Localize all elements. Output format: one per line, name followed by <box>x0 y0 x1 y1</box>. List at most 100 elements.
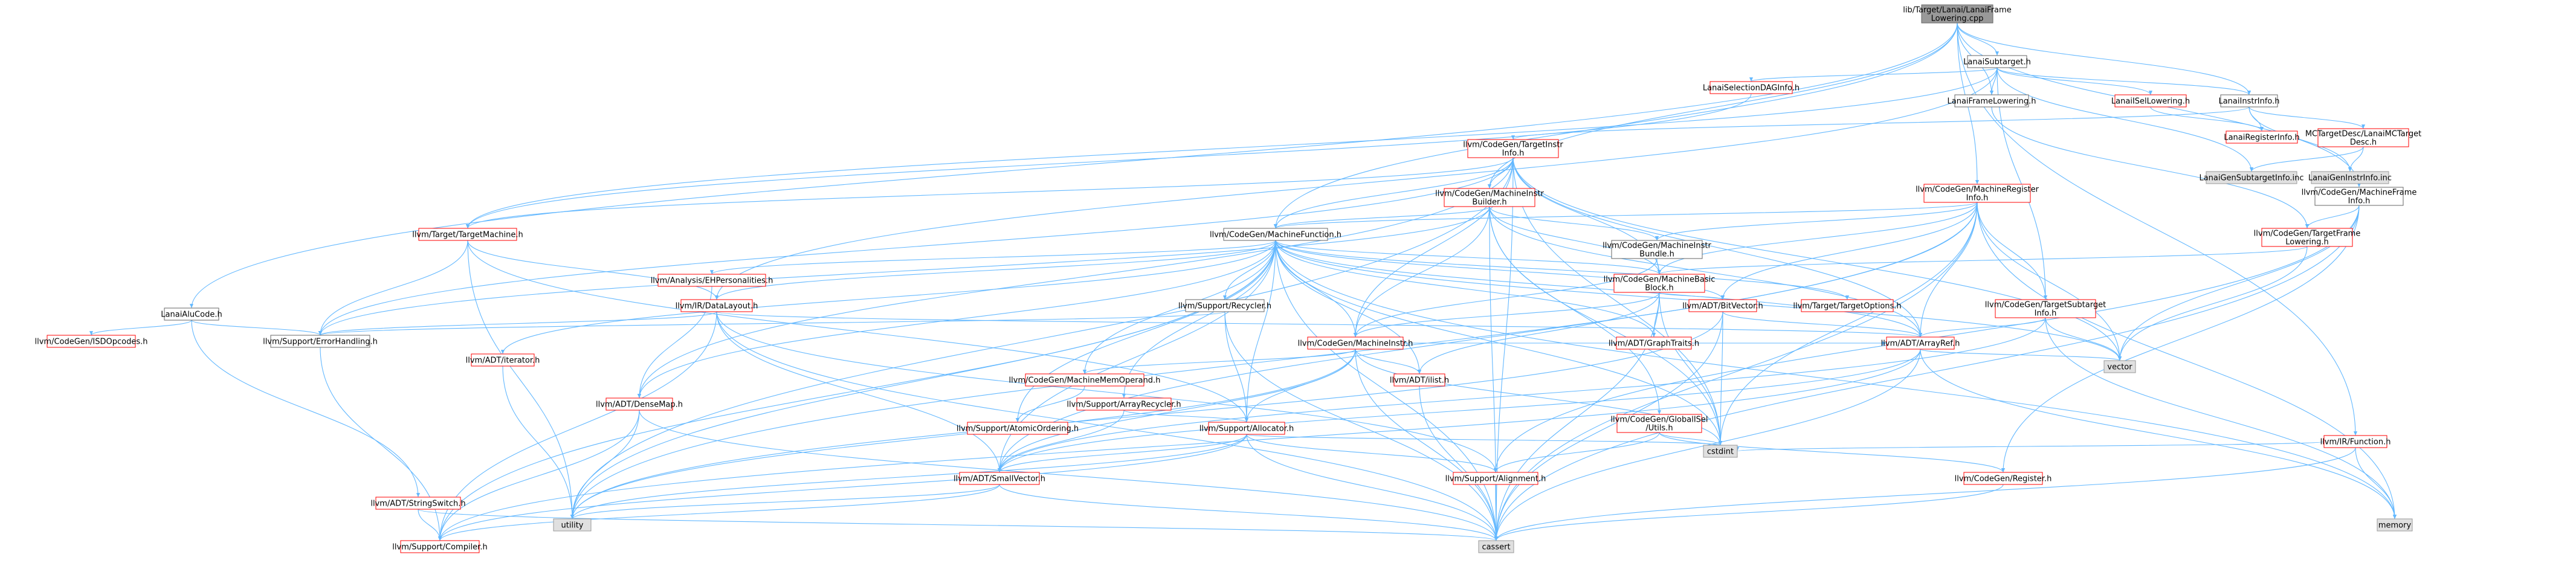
node-isdopcodes[interactable]: llvm/CodeGen/ISDOpcodes.h <box>34 335 148 348</box>
edge-machineinstr-to-machinememoperand <box>1083 349 1356 375</box>
node-targetmachine[interactable]: llvm/Target/TargetMachine.h <box>412 228 523 241</box>
edge-lanaisubtarget-to-lanaiinstrinfo <box>1997 67 2251 95</box>
node-irfunction[interactable]: llvm/IR/Function.h <box>2320 435 2391 448</box>
node-cstdint[interactable]: cstdint <box>1703 445 1738 458</box>
node-root[interactable]: lib/Target/Lanai/LanaiFrameLowering.cpp <box>1903 4 2012 24</box>
edge-machinefunction-to-machineinstr <box>1275 240 1358 338</box>
node-label: Info.h <box>1502 149 1525 158</box>
node-compiler[interactable]: llvm/Support/Compiler.h <box>392 540 488 553</box>
node-lanaiframelowering[interactable]: LanaiFrameLowering.h <box>1948 94 2036 108</box>
node-label: llvm/Support/Recycler.h <box>1178 302 1271 311</box>
edge-machineregisterinfo-to-vector <box>1977 202 2122 361</box>
node-box <box>967 422 1068 435</box>
node-register[interactable]: llvm/CodeGen/Register.h <box>1955 472 2052 485</box>
node-allocator[interactable]: llvm/Support/Allocator.h <box>1199 422 1294 435</box>
node-label: Info.h <box>1966 194 1989 203</box>
node-label: Bundle.h <box>1639 250 1674 259</box>
node-label: llvm/Support/Compiler.h <box>392 543 487 552</box>
node-machineinstr[interactable]: llvm/CodeGen/MachineInstr.h <box>1298 336 1413 350</box>
dependency-edges <box>89 22 2397 541</box>
node-box <box>553 518 592 532</box>
node-lanairegisterinfo[interactable]: LanaiRegisterInfo.h <box>2224 130 2300 144</box>
node-densemap[interactable]: llvm/ADT/DenseMap.h <box>596 397 683 411</box>
node-box <box>1453 472 1538 485</box>
edge-machinebasicblock-to-cstdint <box>1659 292 1723 446</box>
node-errorhandling[interactable]: llvm/Support/ErrorHandling.h <box>263 335 378 348</box>
edge-datalayout-to-errorhandling <box>318 311 717 336</box>
node-bitvector[interactable]: llvm/ADT/BitVector.h <box>1682 299 1763 312</box>
node-lanaiinstrinfo[interactable]: LanaiInstrInfo.h <box>2218 94 2280 108</box>
node-box <box>1478 540 1514 553</box>
node-cassert[interactable]: cassert <box>1478 540 1514 553</box>
node-label: llvm/Support/Alignment.h <box>1445 475 1546 484</box>
node-datalayout[interactable]: llvm/IR/DataLayout.h <box>676 299 758 312</box>
edge-globalisel-to-cstdint <box>1659 432 1723 446</box>
node-box <box>2317 128 2409 147</box>
edge-machineregisterinfo-to-machineinstrbundle <box>1655 202 1978 241</box>
header-nodes: lib/Target/Lanai/LanaiFrameLowering.cppL… <box>34 4 2421 553</box>
node-recycler[interactable]: llvm/Support/Recycler.h <box>1178 299 1271 312</box>
edge-bitvector-to-utility <box>570 311 1723 519</box>
edge-allocator-to-cassert <box>1246 434 1499 541</box>
edge-densemap-to-utility <box>570 410 640 519</box>
node-label: llvm/ADT/ArrayRef.h <box>1881 339 1960 349</box>
node-subtargetinfoinc[interactable]: LanaiGenSubtargetInfo.inc <box>2199 171 2304 184</box>
node-label: Block.h <box>1645 284 1674 293</box>
edge-targetframelowering-to-vector <box>2117 246 2308 361</box>
node-label: LanaiSubtarget.h <box>1963 58 2031 67</box>
edge-machineregisterinfo-to-machinefunction <box>1274 202 1978 229</box>
node-adtiterator[interactable]: llvm/ADT/iterator.h <box>466 353 540 367</box>
edge-bitvector-to-cassert <box>1494 311 1723 541</box>
node-ehpersonalities[interactable]: llvm/Analysis/EHPersonalities.h <box>651 274 773 287</box>
node-lanaialucode[interactable]: LanaiAluCode.h <box>161 307 222 321</box>
node-machinememoperand[interactable]: llvm/CodeGen/MachineMemOperand.h <box>1009 373 1161 387</box>
edge-targetframelowering-to-machinebasicblock <box>1658 246 2308 275</box>
edge-targetmachine-to-allocator <box>467 240 1249 423</box>
node-box <box>1688 299 1757 312</box>
node-globalisel[interactable]: llvm/CodeGen/GlobalISel/Utils.h <box>1610 414 1708 433</box>
node-stringswitch[interactable]: llvm/ADT/StringSwitch.h <box>370 497 466 510</box>
edge-smallvector-to-utility <box>570 484 1000 519</box>
node-box <box>2314 187 2404 206</box>
edge-arrayref-to-vector <box>1920 349 2122 361</box>
node-arrayrecycler[interactable]: llvm/Support/ArrayRecycler.h <box>1067 397 1181 411</box>
edge-machinefunction-to-arrayrecycler <box>1122 240 1276 399</box>
edge-machineframeinfo-to-targetframelowering <box>2305 205 2360 229</box>
node-vector[interactable]: vector <box>2103 360 2136 373</box>
node-ilist[interactable]: llvm/ADT/ilist.h <box>1390 373 1449 387</box>
edge-lanaisubtarget-to-selectiondaginfo <box>1749 67 1998 82</box>
node-utility[interactable]: utility <box>553 518 592 532</box>
edge-machineregisterinfo-to-cstdint <box>1718 202 1978 446</box>
node-alignment[interactable]: llvm/Support/Alignment.h <box>1445 472 1546 485</box>
node-smallvector[interactable]: llvm/ADT/SmallVector.h <box>954 472 1045 485</box>
node-label: memory <box>2378 521 2412 530</box>
edge-machinefunction-to-machinebasicblock <box>1275 240 1661 275</box>
node-machinefunction[interactable]: llvm/CodeGen/MachineFunction.h <box>1210 228 1341 241</box>
edge-lanaisubtarget-to-targetsubtargetinfo <box>1997 67 2048 300</box>
node-atomicordering[interactable]: llvm/Support/AtomicOrdering.h <box>957 422 1079 435</box>
edge-arrayref-to-smallvector <box>998 349 1921 473</box>
node-instrinfoinc[interactable]: LanaiGenInstrInfo.inc <box>2308 171 2392 184</box>
node-lanaisubtarget[interactable]: LanaiSubtarget.h <box>1963 55 2031 68</box>
edge-allocator-to-utility <box>570 434 1247 519</box>
edge-bitvector-to-arrayref <box>1722 311 1922 338</box>
node-graphtraits[interactable]: llvm/ADT/GraphTraits.h <box>1609 336 1699 350</box>
edge-machinememoperand-to-atomicordering <box>1015 385 1085 423</box>
node-selectiondaginfo[interactable]: LanaiSelectionDAGInfo.h <box>1703 81 1800 94</box>
edge-irfunction-to-cstdint <box>1735 441 2325 452</box>
edge-densemap-to-compiler <box>437 410 640 541</box>
edge-machineregisterinfo-to-machinebasicblock <box>1657 202 1978 275</box>
node-lanaiisellowering[interactable]: LanaiISelLowering.h <box>2111 94 2190 108</box>
node-arrayref[interactable]: llvm/ADT/ArrayRef.h <box>1881 336 1960 350</box>
node-targetoptions[interactable]: llvm/Target/TargetOptions.h <box>1793 299 1902 312</box>
node-memory[interactable]: memory <box>2377 518 2413 532</box>
